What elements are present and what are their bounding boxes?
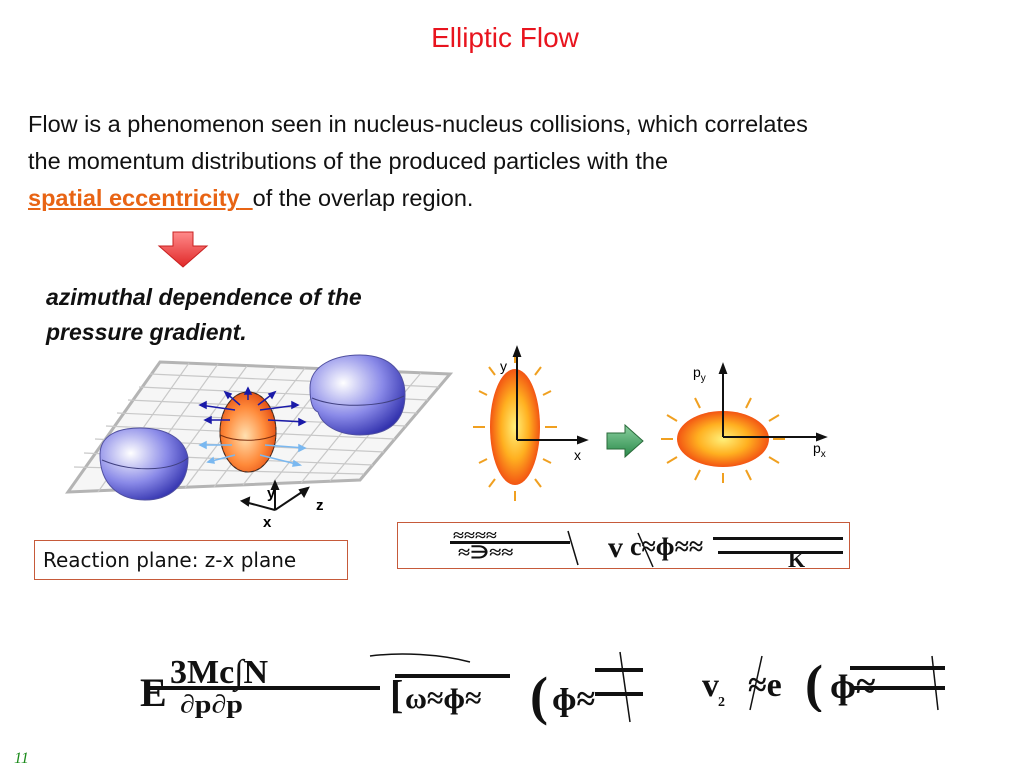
svg-text:v: v: [608, 531, 623, 564]
svg-text:2: 2: [718, 695, 725, 710]
spatial-eccentricity-link[interactable]: spatial eccentricity: [28, 185, 240, 211]
flow-left-label-y: y: [500, 358, 507, 374]
svg-text:K: K: [788, 547, 805, 569]
page-number: 11: [14, 750, 29, 767]
svg-text:≈e: ≈e: [748, 667, 782, 704]
overlap-region: [219, 391, 277, 473]
collision-diagram: y z x: [65, 354, 454, 531]
right-sparks: [661, 395, 785, 483]
garbled-formula-image-2: 3Mc∫N E ∂p∂p [ ω≈ɸ≈ ( ɸ≈: [140, 651, 643, 726]
flow-left-label-x: x: [574, 447, 581, 463]
momentum-ellipse: [677, 411, 769, 467]
axis-label-z: z: [316, 497, 324, 514]
flow-right-label-px: px: [813, 440, 826, 460]
garbled-formula-image-3: v 2 ≈e ( ɸ≈: [702, 654, 945, 712]
svg-text:(: (: [805, 654, 823, 712]
svg-text:(: (: [530, 666, 548, 726]
right-arrow-icon: [606, 423, 644, 459]
svg-text:ω≈ɸ≈: ω≈ɸ≈: [405, 682, 482, 715]
svg-text:c≈ɸ≈≈: c≈ɸ≈≈: [630, 532, 703, 561]
reaction-plane-box: Reaction plane: z-x plane: [34, 540, 348, 580]
paragraph-line-3-rest: of the overlap region.: [252, 185, 474, 211]
subheading-line-2: pressure gradient.: [46, 319, 247, 345]
svg-text:E: E: [140, 670, 167, 715]
svg-text:[: [: [390, 672, 403, 717]
left-sparks: [473, 353, 557, 501]
nucleus-right: [309, 354, 406, 436]
slide-title: Elliptic Flow: [431, 22, 579, 53]
flow-right-label-py: py: [693, 364, 706, 384]
subheading: azimuthal dependence of the pressure gra…: [46, 280, 466, 350]
spatial-ellipse: [490, 369, 540, 485]
svg-text:ɸ≈: ɸ≈: [552, 681, 595, 718]
svg-text:v: v: [702, 667, 719, 704]
svg-text:≈∋≈≈: ≈∋≈≈: [458, 543, 513, 562]
nucleus-left: [99, 427, 189, 501]
svg-text:≈≈≈≈: ≈≈≈≈: [453, 526, 497, 544]
pressure-arrows: [198, 386, 307, 467]
svg-text:∂p∂p: ∂p∂p: [180, 691, 243, 719]
paragraph-line-1: Flow is a phenomenon seen in nucleus-nuc…: [28, 111, 808, 137]
axis-label-y: y: [267, 485, 276, 502]
intro-paragraph: Flow is a phenomenon seen in nucleus-nuc…: [28, 106, 998, 217]
paragraph-line-3: spatial eccentricity of the overlap regi…: [28, 180, 998, 217]
axes-triad: [239, 479, 310, 511]
axis-label-x: x: [263, 514, 272, 531]
subheading-line-1: azimuthal dependence of the: [46, 284, 362, 310]
flow-diagram: y x py px: [473, 345, 828, 501]
paragraph-line-2: the momentum distributions of the produc…: [28, 148, 669, 174]
formula-box: ≈≈≈≈ ≈∋≈≈ v c≈ɸ≈≈ K: [397, 522, 850, 569]
garbled-formula-image: ≈≈≈≈ ≈∋≈≈ v c≈ɸ≈≈ K: [450, 526, 843, 569]
down-arrow-icon: [157, 231, 209, 268]
